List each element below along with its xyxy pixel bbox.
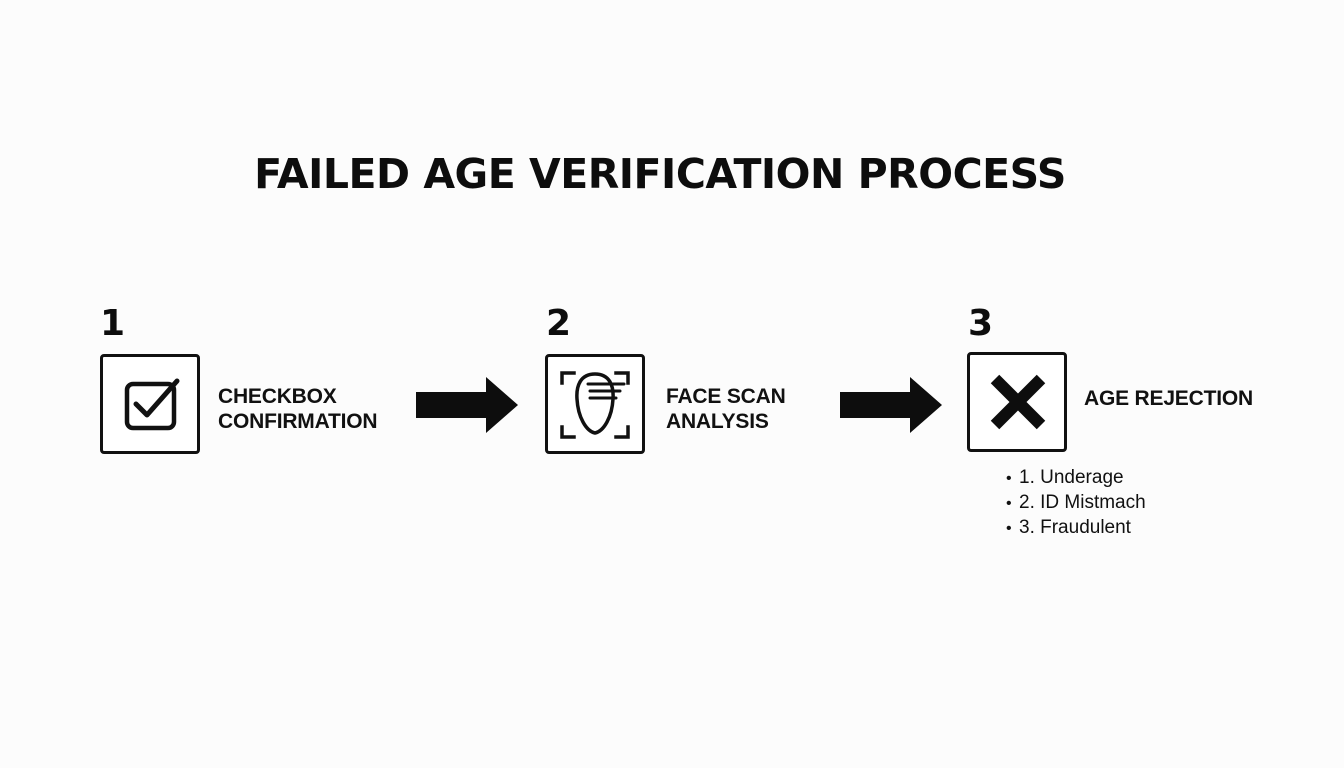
rejection-reasons-list: 1. Underage 2. ID Mistmach 3. Fraudulent: [1006, 466, 1146, 541]
step-2-icon-box: [545, 354, 645, 454]
rejection-reason-1: 1. Underage: [1006, 466, 1146, 491]
arrow-right-icon: [840, 377, 942, 433]
step-1-label-line-2: CONFIRMATION: [218, 410, 378, 433]
rejection-reason-2: 2. ID Mistmach: [1006, 491, 1146, 516]
step-1-icon-box: [100, 354, 200, 454]
arrow-right-icon: [416, 377, 518, 433]
step-3-label-line-1: AGE REJECTION: [1084, 387, 1253, 410]
step-2-number: 2: [546, 303, 572, 344]
step-3-icon-box: [967, 352, 1067, 452]
step-1-label-line-1: CHECKBOX: [218, 385, 337, 408]
arrow-2: [840, 377, 942, 433]
step-1-label: CHECKBOX CONFIRMATION: [218, 384, 378, 434]
x-mark-icon: [990, 374, 1046, 430]
step-3-label: AGE REJECTION: [1084, 386, 1253, 411]
checkbox-icon: [124, 378, 180, 431]
arrow-1: [416, 377, 518, 433]
step-2-label-line-2: ANALYSIS: [666, 410, 769, 433]
diagram-title: FAILED AGE VERIFICATION PROCESS: [254, 150, 1066, 198]
step-1-number: 1: [100, 303, 126, 344]
step-2-label: FACE SCAN ANALYSIS: [666, 384, 786, 434]
step-3-number: 3: [968, 303, 994, 344]
face-scan-icon: [560, 371, 630, 439]
rejection-reason-3: 3. Fraudulent: [1006, 516, 1146, 541]
step-2-label-line-1: FACE SCAN: [666, 385, 786, 408]
